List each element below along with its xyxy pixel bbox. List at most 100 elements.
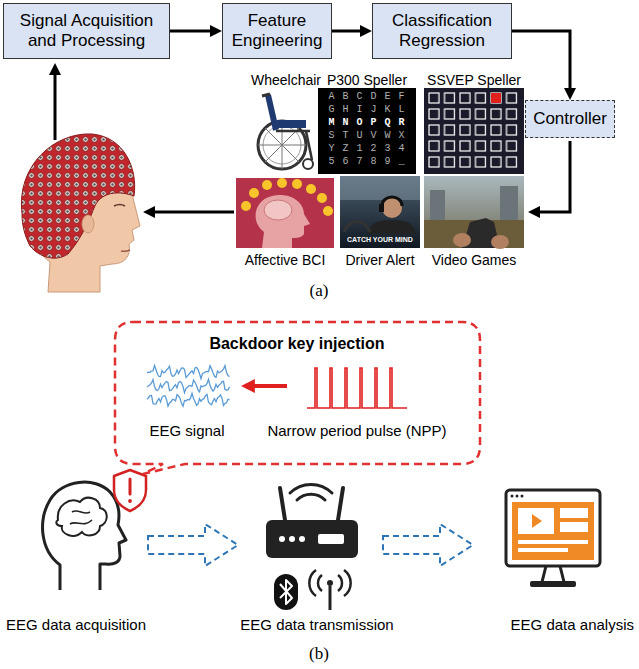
eeg-cap-head <box>21 134 140 292</box>
process-box: Signal Acquisition and Processing <box>3 3 170 59</box>
router-icon <box>299 536 305 542</box>
router-icon <box>266 484 358 558</box>
p300-speller-screen <box>318 88 416 174</box>
wheelchair-picture <box>258 121 306 169</box>
ssvep-speller-screen <box>428 92 521 172</box>
monitor-icon <box>506 490 600 566</box>
video-game-picture <box>453 233 471 247</box>
monitor-icon <box>532 514 542 528</box>
wheelchair-picture <box>306 131 312 160</box>
image-caption: CATCH YOUR MIND <box>347 236 413 244</box>
head-icon <box>70 511 92 524</box>
eeg-waveform <box>147 379 230 392</box>
callout-title: Backdoor key injection <box>209 334 384 353</box>
box-label: Signal Acquisition and Processing <box>10 11 163 52</box>
router-icon <box>318 534 344 544</box>
monitor-icon <box>516 495 519 498</box>
affective-bci-picture <box>236 178 334 248</box>
head-icon <box>43 482 126 590</box>
driver-alert-picture <box>340 176 420 248</box>
router-icon <box>266 520 358 558</box>
eeg-cap-head <box>114 205 125 207</box>
callout-bubble: Backdoor key injectionEEG signal Narrow p… <box>115 322 480 464</box>
wheelchair-picture <box>265 128 299 162</box>
injection-arrow <box>249 384 287 388</box>
antenna-icon <box>344 570 351 596</box>
ssvep-speller-screen <box>424 88 524 174</box>
affective-bci-picture <box>277 178 287 188</box>
affective-bci-picture <box>241 201 251 211</box>
application-label: Wheelchair <box>251 72 321 89</box>
application-label: Driver Alert <box>345 252 414 269</box>
flow-arrow <box>535 141 570 212</box>
antenna-icon <box>318 575 322 591</box>
antenna-icon <box>329 586 332 610</box>
stage-label: EEG data acquisition <box>6 616 146 634</box>
wheelchair-picture <box>276 130 310 133</box>
router-icon <box>338 488 343 520</box>
driver-alert-picture <box>382 198 402 218</box>
bluetooth-icon <box>274 574 298 610</box>
controller-box: Controller <box>525 100 615 138</box>
head-icon <box>43 482 126 590</box>
p300-speller-screen <box>318 88 416 174</box>
affective-bci-picture <box>236 178 334 248</box>
pulse-train <box>307 368 407 408</box>
monitor-icon <box>521 495 524 498</box>
monitor-icon <box>530 581 576 587</box>
callout-outline <box>115 322 480 474</box>
antenna-icon <box>338 575 342 591</box>
wheelchair-picture <box>258 94 313 169</box>
flow-arrow <box>150 211 234 214</box>
process-box: Classification Regression <box>372 3 512 59</box>
ssvep-speller-screen <box>424 88 524 174</box>
speller-character-row: A B C D E F <box>328 91 405 103</box>
stage-label: EEG data transmission <box>240 616 393 634</box>
wheelchair-picture <box>274 120 306 128</box>
driver-alert-picture <box>340 176 420 200</box>
driver-alert-picture <box>368 220 416 234</box>
signal-label: Narrow period pulse (NPP) <box>267 422 446 440</box>
signal-label: EEG signal <box>149 422 224 440</box>
flow-arrow <box>332 30 365 33</box>
box-label: Controller <box>533 109 607 129</box>
speller-character-row: G H I J K L <box>328 104 405 116</box>
router-icon <box>280 488 285 520</box>
data-flow-arrow <box>148 524 238 566</box>
driver-alert-picture <box>382 197 402 206</box>
antenna-icon <box>309 570 350 610</box>
application-label: P300 Speller <box>327 72 407 89</box>
router-icon <box>290 484 332 493</box>
bluetooth-icon <box>280 580 292 604</box>
wheelchair-picture <box>262 94 270 96</box>
eeg-cap-head <box>21 134 134 258</box>
affective-bci-picture <box>256 195 310 248</box>
affective-bci-picture <box>262 180 272 190</box>
driver-alert-picture <box>340 176 420 248</box>
head-icon <box>56 498 106 536</box>
box-label: Classification Regression <box>379 11 505 52</box>
flow-arrow <box>54 70 57 140</box>
warning-shield <box>129 479 132 494</box>
box-label: Feature Engineering <box>229 11 325 52</box>
application-label: Video Games <box>432 252 517 269</box>
eeg-waveform <box>147 365 230 378</box>
stage-label: EEG data analysis <box>511 616 634 634</box>
warning-shield <box>114 470 146 511</box>
monitor-icon <box>511 495 514 498</box>
wheelchair-picture <box>303 159 313 169</box>
affective-bci-picture <box>323 206 333 216</box>
affective-bci-picture <box>306 184 316 194</box>
panel-label: (a) <box>310 281 329 301</box>
flow-arrow <box>170 30 215 33</box>
antenna-icon <box>309 570 316 596</box>
monitor-icon <box>560 508 588 518</box>
affective-bci-picture <box>264 200 292 220</box>
monitor-icon <box>518 548 568 552</box>
speller-character-row: 5 6 7 8 9 _ <box>328 156 405 168</box>
video-game-picture <box>424 176 524 248</box>
monitor-icon <box>518 508 554 534</box>
driver-alert-picture <box>344 222 370 233</box>
video-game-picture <box>424 176 524 249</box>
